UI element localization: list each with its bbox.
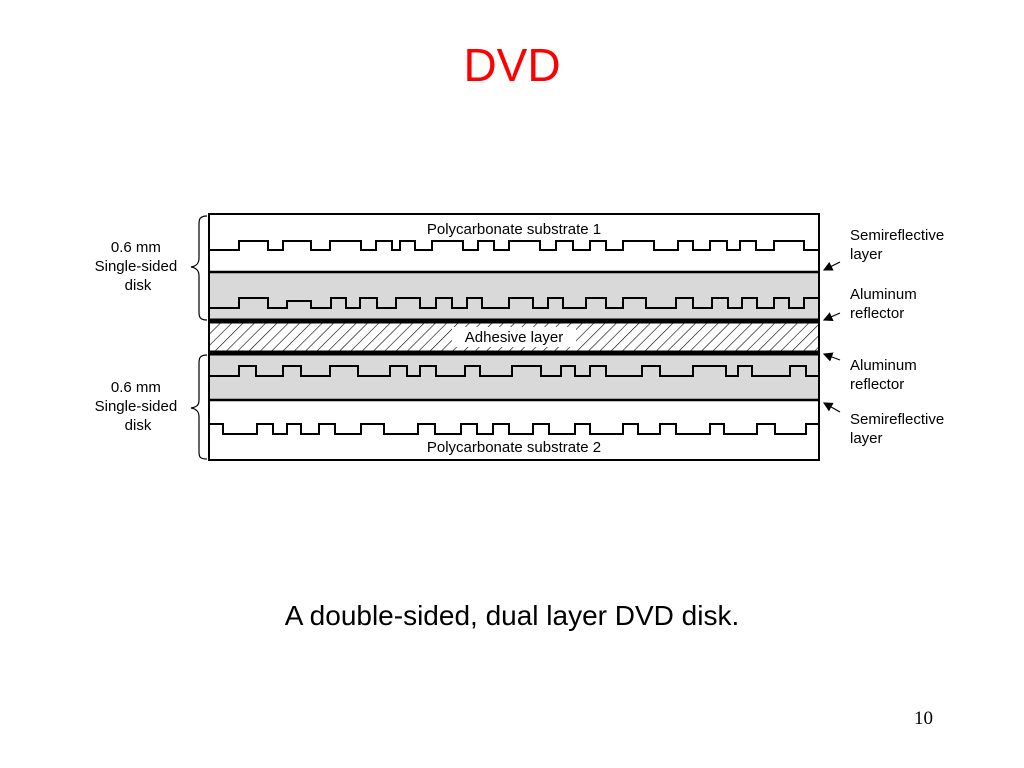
bottom-disk-word: disk [125,417,152,434]
arrow-bottom-semireflective [822,402,841,413]
bottom-disk-type: Single-sided [95,398,178,415]
pit-profile-1 [209,240,819,251]
page-number: 10 [914,708,933,729]
top-substrate-label: Polycarbonate substrate 1 [427,221,601,238]
adhesive-layer-label: Adhesive layer [465,329,563,346]
pit-profile-4 [209,423,819,435]
bottom-aluminum-label: Aluminum reflector [850,357,921,393]
top-disk-label: 0.6 mm Single-sided disk [95,239,182,294]
adhesive-label-background [452,327,576,347]
bottom-disk-brace [190,354,208,460]
top-aluminum-label: Aluminum reflector [850,286,921,322]
pit-profile-3 [209,365,819,377]
bottom-semireflective-label: Semireflective layer [850,411,948,447]
slide-caption: A double-sided, dual layer DVD disk. [284,600,740,631]
disk-outline [208,213,820,461]
top-disk-thickness: 0.6 mm [111,239,161,256]
bottom-disk-thickness: 0.6 mm [111,379,161,396]
top-disk-brace [190,215,208,321]
arrow-top-aluminum [822,312,841,322]
bottom-substrate-label: Polycarbonate substrate 2 [427,439,601,456]
arrow-top-semireflective [822,261,841,271]
bottom-disk-label: 0.6 mm Single-sided disk [95,379,182,434]
pit-profile-2 [209,297,819,309]
top-disk-gray-band [209,272,819,320]
top-disk-type: Single-sided [95,258,178,275]
slide-title: DVD [463,39,561,91]
arrow-bottom-aluminum [822,352,841,362]
top-disk-word: disk [125,277,152,294]
top-semireflective-label: Semireflective layer [850,227,948,263]
